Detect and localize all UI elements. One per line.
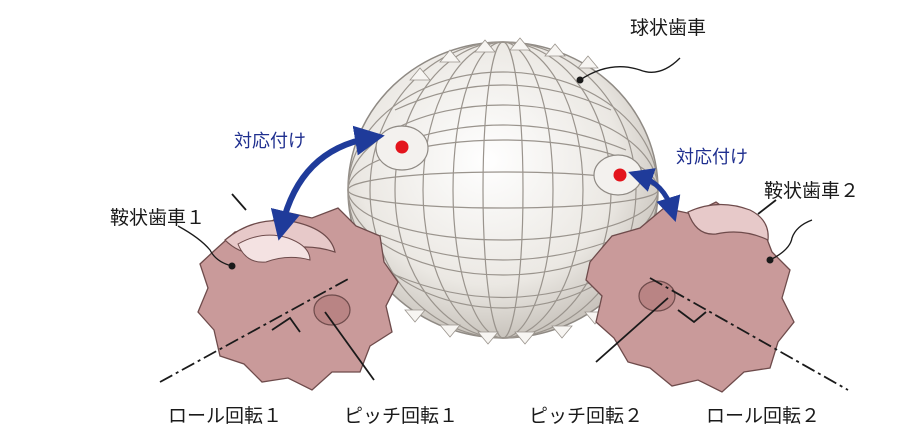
label-correspondence-left: 対応付け: [234, 131, 306, 152]
pitch-axis-2-upper: [757, 199, 777, 215]
contact-point-right: [613, 168, 627, 182]
correspondence-arrow-left: [270, 125, 385, 241]
roll-axis-2: [649, 277, 849, 391]
leader-dot-saddle-2: [766, 256, 774, 264]
pitch-axis-1: [231, 193, 247, 211]
saddle-gear-1: [197, 207, 399, 391]
label-correspondence-right: 対応付け: [676, 147, 748, 168]
angle-mark-2: [677, 309, 707, 324]
leader-saddle-gear-1: [177, 225, 233, 267]
label-saddle-gear-2: 鞍状歯車２: [764, 180, 859, 202]
pitch-axis-2: [595, 297, 669, 363]
label-pitch-rotation-1: ピッチ回転１: [344, 405, 458, 427]
label-spherical-gear: 球状歯車: [630, 17, 706, 39]
rotation-axes: [159, 193, 849, 391]
leader-saddle-gear-2: [769, 219, 813, 261]
pitch-axis-1-lower: [324, 311, 375, 381]
roll-axis-1: [159, 277, 351, 383]
leader-spherical-gear: [579, 57, 681, 81]
label-roll-rotation-2: ロール回転２: [706, 405, 820, 427]
label-saddle-gear-1: 鞍状歯車１: [110, 207, 205, 229]
angle-mark-1: [271, 316, 301, 333]
saddle-gear-2: [585, 201, 795, 393]
label-pitch-rotation-2: ピッチ回転２: [529, 405, 643, 427]
correspondence-arrow-right: [628, 168, 681, 222]
label-roll-rotation-1: ロール回転１: [168, 405, 282, 427]
leader-dot-spherical: [576, 76, 584, 84]
sphere-teeth: [404, 37, 606, 345]
leader-dot-saddle-1: [228, 262, 236, 270]
contact-point-left: [395, 140, 409, 154]
leader-lines: [177, 57, 813, 267]
